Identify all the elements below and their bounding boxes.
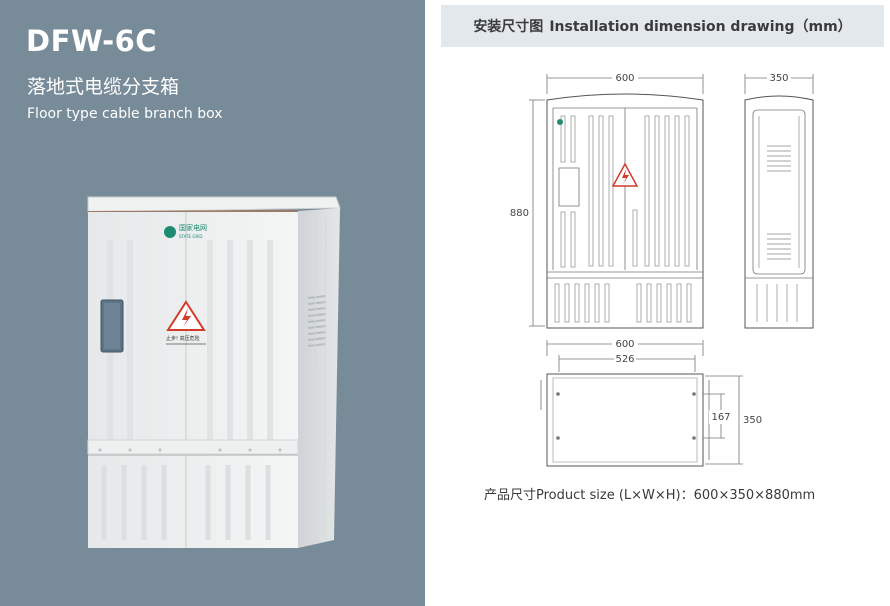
drawing-title-bar: 安装尺寸图 Installation dimension drawing（mm） bbox=[441, 5, 884, 47]
dimension-drawing: 600 350 880 600 526 167 350 bbox=[510, 71, 814, 467]
side-depth-label: 350 bbox=[769, 73, 788, 84]
state-grid-logo-icon bbox=[164, 226, 176, 238]
base-width-label: 600 bbox=[615, 339, 634, 350]
product-name-cn: 落地式电缆分支箱 bbox=[27, 76, 180, 98]
base-depth-label: 350 bbox=[743, 415, 762, 426]
base-inner-width-label: 526 bbox=[615, 354, 634, 365]
warning-text: 止步! 高压危险 bbox=[166, 335, 200, 342]
drawing-title-cn: 安装尺寸图 bbox=[473, 19, 544, 35]
door-logo-en: STATE GRID bbox=[179, 234, 202, 239]
front-width-label: 600 bbox=[615, 73, 634, 84]
drawing-title-en: Installation dimension drawing（mm） bbox=[549, 19, 852, 35]
base-inner-depth-label: 167 bbox=[711, 412, 730, 423]
product-model: DFW-6C bbox=[26, 24, 158, 58]
product-size-text: 产品尺寸Product size (L×W×H)：600×350×880mm bbox=[484, 488, 816, 503]
product-panel: DFW-6C 落地式电缆分支箱 Floor type cable branch … bbox=[0, 0, 425, 606]
height-label: 880 bbox=[510, 208, 529, 219]
door-logo-cn: 国家电网 bbox=[179, 223, 207, 232]
product-name-en: Floor type cable branch box bbox=[27, 106, 223, 122]
cable-box-photo: 国家电网 STATE GRID 止步! 高压危险 bbox=[87, 196, 341, 548]
